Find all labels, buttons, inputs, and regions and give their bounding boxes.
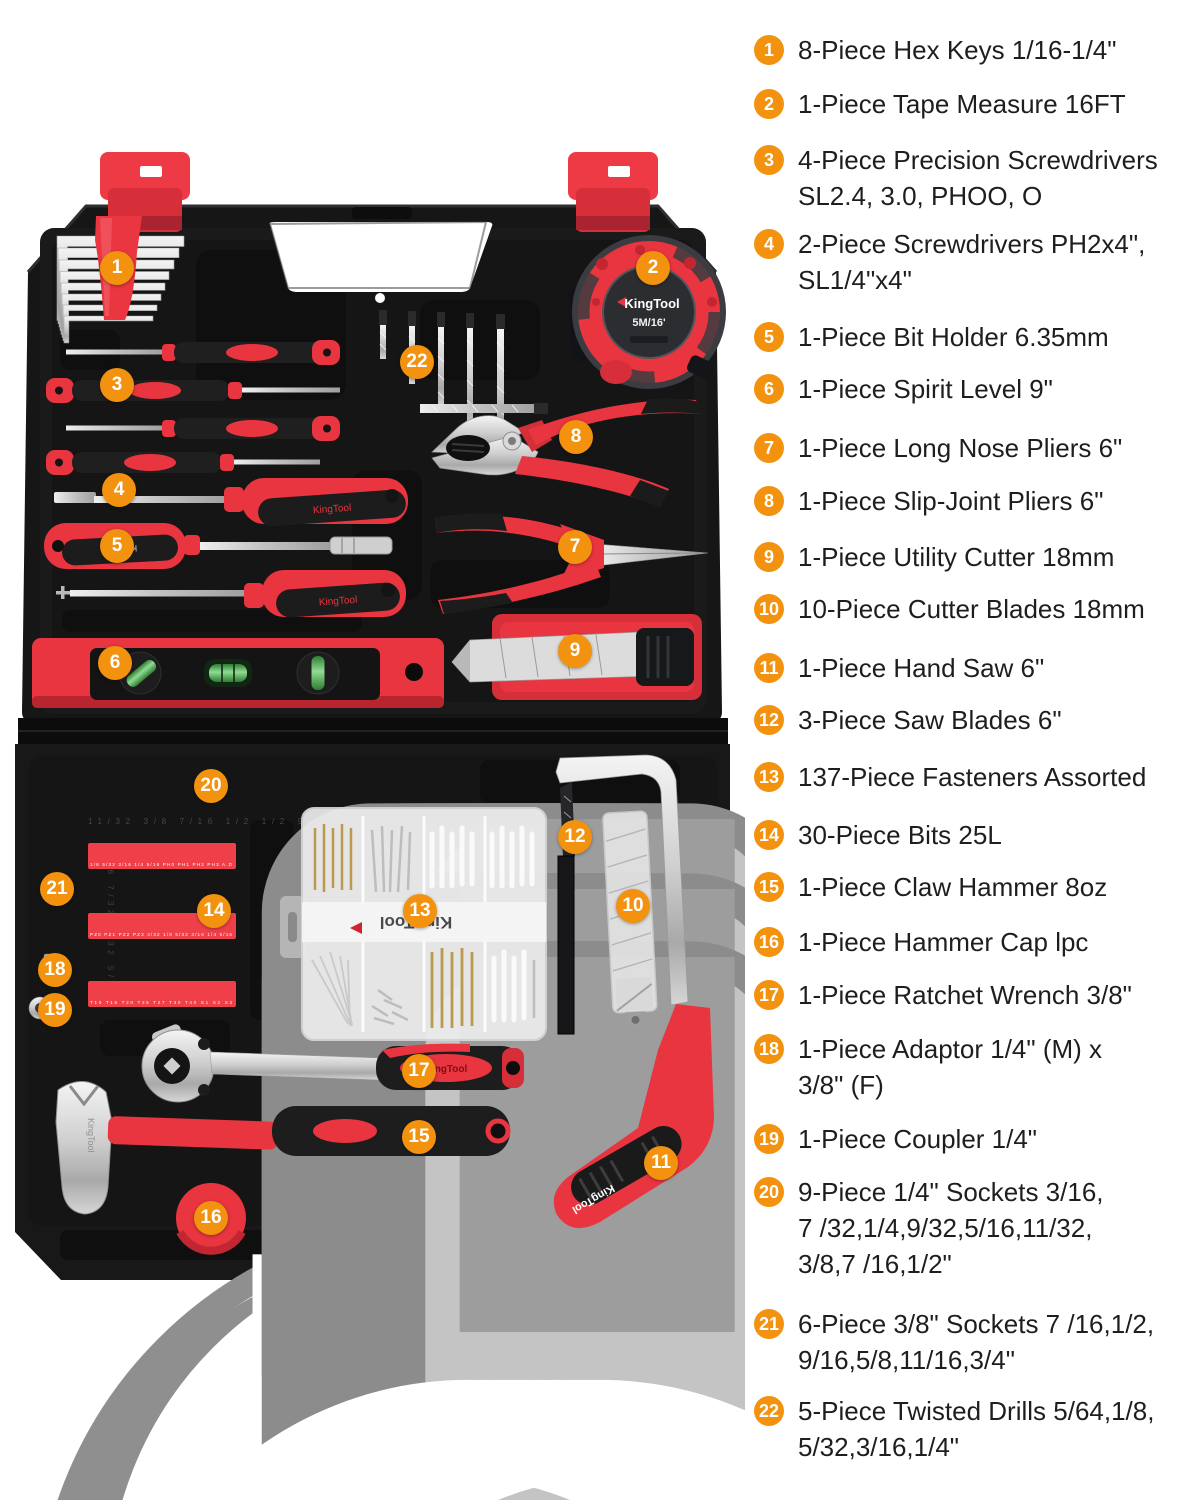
legend-item-text: 1-Piece Hammer Cap lpc bbox=[798, 927, 1089, 957]
parts-legend: 1 8-Piece Hex Keys 1/16-1/4" 2 1-Piece Tape… bbox=[750, 0, 1200, 1500]
legend-item-text: 1-Piece Long Nose Pliers 6" bbox=[798, 433, 1123, 463]
brand-on-box: KingTool bbox=[380, 913, 452, 932]
legend-badge-5: 5 bbox=[754, 322, 784, 352]
bit-row3-labels: T10 T15 T20 T25 T27 T30 T40 S1 S2 S3 bbox=[90, 1000, 232, 1005]
brand-on-screwdriver1: KingTool bbox=[313, 503, 352, 517]
spirit-level bbox=[32, 638, 444, 708]
bit-row2-labels: PZ0 PZ1 PZ2 PZ3 3/32 1/8 5/32 3/16 1/4 5… bbox=[90, 932, 232, 937]
brand-on-hammer-head: KingTool bbox=[86, 1118, 96, 1153]
legend-item-text: 10-Piece Cutter Blades 18mm bbox=[798, 594, 1145, 624]
legend-item-text: 1-Piece Utility Cutter 18mm bbox=[798, 542, 1115, 572]
screwdriver-slotted: KingTool bbox=[54, 478, 408, 527]
legend-item-text: 5-Piece Twisted Drills 5/64,1/8,5/32,3/1… bbox=[798, 1396, 1155, 1462]
legend-badge-21: 21 bbox=[754, 1309, 784, 1339]
latch-right bbox=[568, 152, 658, 232]
legend-item-text: 137-Piece Fasteners Assorted bbox=[798, 762, 1147, 792]
legend-item-text: 30-Piece Bits 25L bbox=[798, 820, 1002, 850]
legend-item-text: 6-Piece 3/8" Sockets 7 /16,1/2,9/16,5/8,… bbox=[798, 1309, 1155, 1375]
hammer-cap bbox=[176, 1183, 246, 1255]
legend-badge-11: 11 bbox=[754, 653, 784, 683]
legend-badge-18: 18 bbox=[754, 1034, 784, 1064]
legend-item-text: 1-Piece Spirit Level 9" bbox=[798, 374, 1053, 404]
tape-size-label: 5M/16' bbox=[632, 317, 666, 329]
tape-measure: KingTool 5M/16' bbox=[567, 235, 726, 389]
legend-item-text: 1-Piece Claw Hammer 8oz bbox=[798, 872, 1108, 902]
legend-badge-19: 19 bbox=[754, 1124, 784, 1154]
fastener-box: KingTool bbox=[280, 807, 547, 1041]
brand-on-ratchet: KingTool bbox=[425, 1064, 468, 1075]
legend-item-text: 1-Piece Bit Holder 6.35mm bbox=[798, 322, 1109, 352]
bit-row1-labels: 1/8 5/32 3/16 1/4 5/16 PH0 PH1 PH2 PH3 A… bbox=[90, 862, 233, 867]
legend-badge-17: 17 bbox=[754, 980, 784, 1010]
sockets-row: 11/32 3/8 7/16 1/2 1/2 9/16 5/8 11/16 3/… bbox=[49, 817, 745, 1500]
utility-cutter bbox=[451, 614, 702, 700]
legend-badge-8: 8 bbox=[754, 486, 784, 516]
lid-handle-cutout bbox=[269, 222, 493, 292]
toolkit-photo: KingTool KingTool KingTool bbox=[15, 152, 745, 1500]
socket-row-molded-labels: 11/32 3/8 7/16 1/2 1/2 9/16 5/8 11/16 3/… bbox=[88, 817, 459, 826]
legend-badge-3: 3 bbox=[754, 145, 784, 175]
legend-badge-14: 14 bbox=[754, 820, 784, 850]
legend-badge-7: 7 bbox=[754, 433, 784, 463]
legend-badge-13: 13 bbox=[754, 762, 784, 792]
legend-item-text: 1-Piece Coupler 1/4" bbox=[798, 1124, 1038, 1154]
coupler bbox=[28, 996, 52, 1020]
legend-item-text: 9-Piece 1/4" Sockets 3/16,7 /32,1/4,9/32… bbox=[798, 1177, 1104, 1279]
legend-badge-20: 20 bbox=[754, 1177, 784, 1207]
brand-on-screwdriver2: KingTool bbox=[319, 595, 358, 609]
legend-badge-2: 2 bbox=[754, 89, 784, 119]
bit-rows: 1/8 5/32 3/16 1/4 5/16 PH0 PH1 PH2 PH3 A… bbox=[88, 818, 745, 1500]
legend-badge-9: 9 bbox=[754, 542, 784, 572]
legend-item-text: 1-Piece Ratchet Wrench 3/8" bbox=[798, 980, 1132, 1010]
brand-on-bit-holder: KingTool bbox=[102, 543, 137, 555]
legend-badge-16: 16 bbox=[754, 927, 784, 957]
screwdriver-phillips: KingTool bbox=[56, 570, 406, 618]
brand-on-tape: KingTool bbox=[624, 296, 679, 311]
legend-badge-4: 4 bbox=[754, 229, 784, 259]
legend-badge-15: 15 bbox=[754, 872, 784, 902]
legend-badge-6: 6 bbox=[754, 374, 784, 404]
adaptor bbox=[41, 953, 59, 982]
legend-badge-12: 12 bbox=[754, 705, 784, 735]
legend-item-text: 1-Piece Tape Measure 16FT bbox=[798, 89, 1126, 119]
legend-badge-10: 10 bbox=[754, 594, 784, 624]
legend-item-text: 2-Piece Screwdrivers PH2x4",SL1/4"x4" bbox=[798, 229, 1146, 295]
legend-badge-1: 1 bbox=[754, 35, 784, 65]
legend-item-text: 1-Piece Hand Saw 6" bbox=[798, 653, 1045, 683]
claw-hammer: KingTool bbox=[55, 1081, 511, 1215]
long-nose-pliers bbox=[435, 513, 709, 614]
legend-item-text: 1-Piece Slip-Joint Pliers 6" bbox=[798, 486, 1104, 516]
legend-item-text: 8-Piece Hex Keys 1/16-1/4" bbox=[798, 35, 1117, 65]
legend-item-text: 3-Piece Saw Blades 6" bbox=[798, 705, 1062, 735]
slip-joint-pliers bbox=[431, 398, 701, 507]
legend-badge-22: 22 bbox=[754, 1396, 784, 1426]
